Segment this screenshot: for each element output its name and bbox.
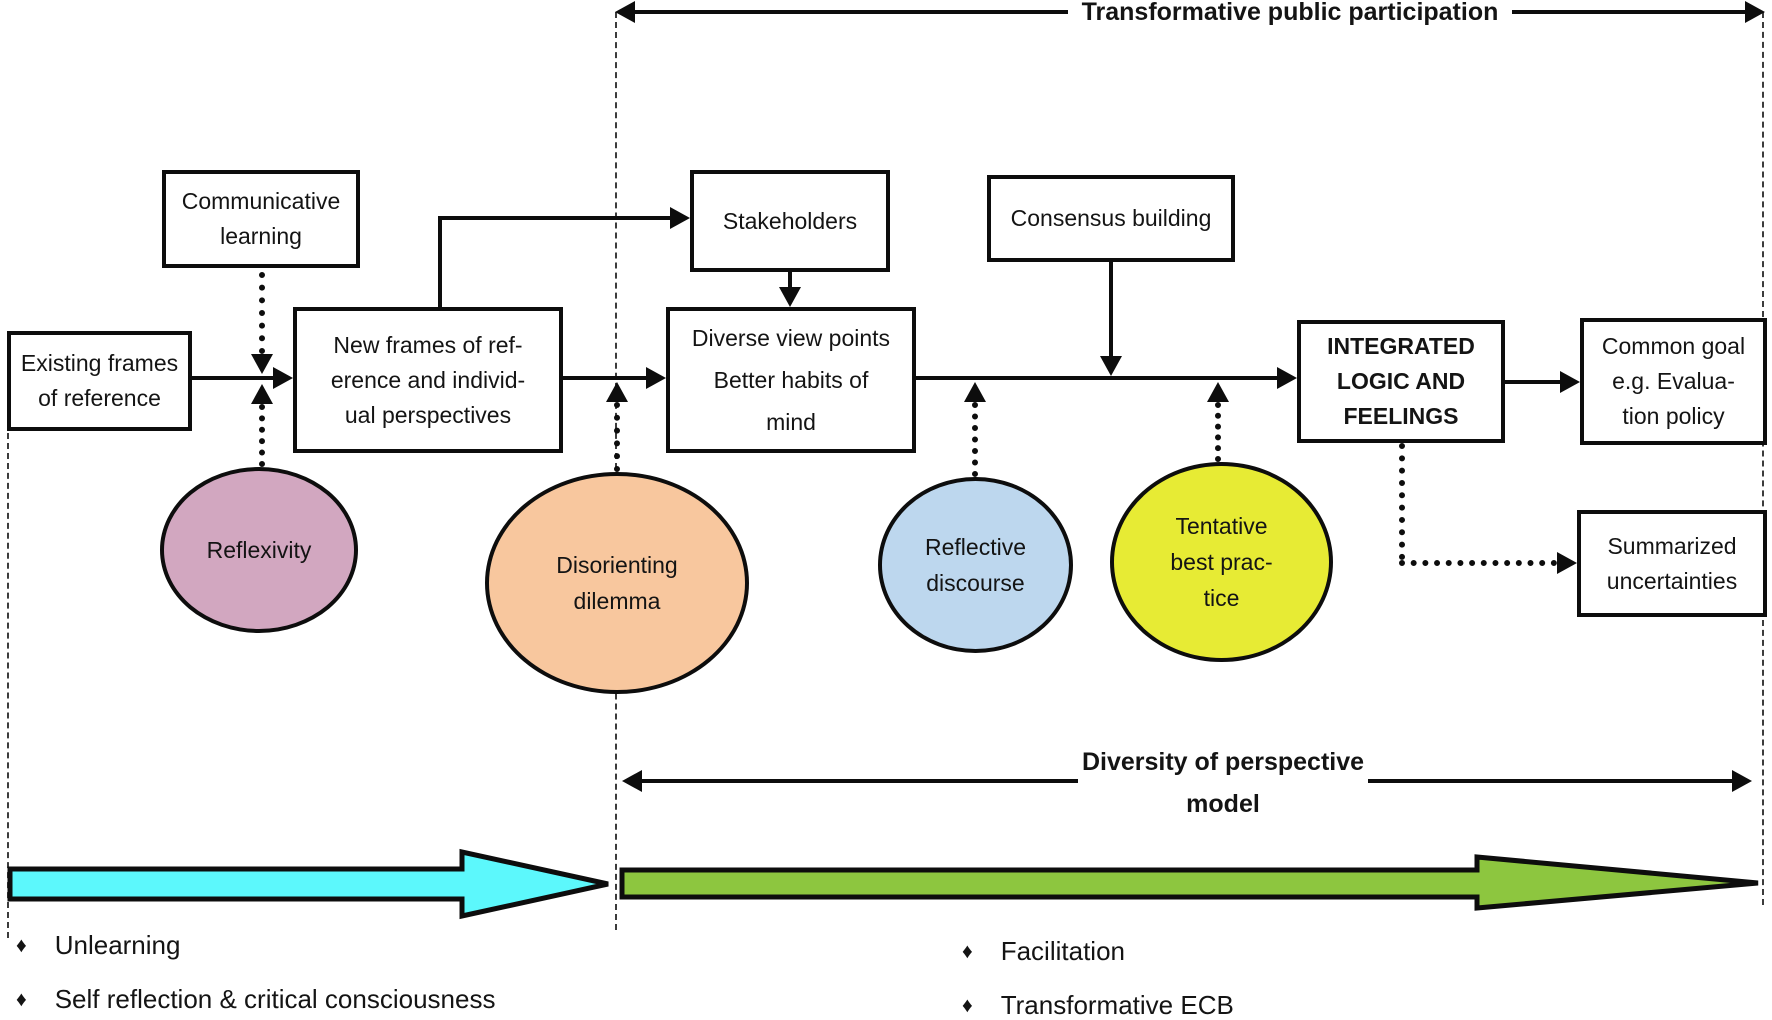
newframes-to-diverse-arrowhead bbox=[646, 367, 666, 389]
existing-to-newframes-line bbox=[192, 376, 277, 380]
stakeholders-to-diverse-line bbox=[788, 272, 792, 289]
transformative-arrow-line-right bbox=[1512, 10, 1745, 14]
newframes-to-stakeholders-line bbox=[438, 216, 672, 220]
unlearning-stage-arrow bbox=[7, 848, 609, 920]
diamond-bullet-icon: ♦ bbox=[962, 939, 973, 963]
newframes-to-stakeholders-arrowhead bbox=[670, 207, 690, 229]
bullet-label: Transformative ECB bbox=[1000, 990, 1234, 1020]
integrated-logic-feelings-box: INTEGRATED LOGIC AND FEELINGS bbox=[1297, 320, 1505, 443]
diversity-arrowhead-left bbox=[622, 770, 642, 792]
communicative-dotted-arrowhead bbox=[251, 354, 273, 374]
diverse-to-integrated-line bbox=[916, 376, 1279, 380]
communicative-dotted-line bbox=[259, 272, 265, 354]
newframes-elbow-vertical bbox=[438, 218, 442, 307]
transformative-label: Transformative public participation bbox=[1081, 0, 1499, 26]
tentative-best-practice-circle: Tentative best prac- tice bbox=[1110, 462, 1333, 662]
integrated-to-commongoal-arrowhead bbox=[1560, 371, 1580, 393]
diversity-arrowhead-right bbox=[1732, 770, 1752, 792]
integrated-to-summarized-dotted-horizontal bbox=[1399, 560, 1557, 566]
communicative-learning-box: Communicative learning bbox=[162, 170, 360, 268]
bullet-item-transformative-ecb: ♦ Transformative ECB bbox=[962, 990, 1234, 1020]
consensus-building-box: Consensus building bbox=[987, 175, 1235, 262]
consensus-down-line bbox=[1109, 262, 1113, 358]
bullet-label: Unlearning bbox=[54, 930, 181, 960]
transformative-arrow-line-left bbox=[633, 10, 1068, 14]
diversity-label: Diversity of perspective model bbox=[1081, 748, 1365, 818]
common-goal-box: Common goal e.g. Evalua- tion policy bbox=[1580, 318, 1767, 445]
dashed-guide-left bbox=[7, 433, 9, 938]
reflexivity-dotted-arrowhead bbox=[251, 384, 273, 404]
reflexivity-circle: Reflexivity bbox=[160, 467, 358, 633]
reflective-dotted-arrowhead bbox=[964, 382, 986, 402]
bullet-label: Self reflection & critical consciousness bbox=[54, 984, 496, 1014]
diamond-bullet-icon: ♦ bbox=[16, 933, 27, 957]
disorienting-dotted-arrowhead bbox=[606, 382, 628, 402]
new-frames-box: New frames of ref- erence and individ- u… bbox=[293, 307, 563, 453]
transformative-arrowhead-right bbox=[1745, 1, 1765, 23]
diverse-view-points-box: Diverse view points Better habits of min… bbox=[666, 307, 916, 453]
stage-arrows bbox=[7, 848, 1759, 920]
bullet-item-facilitation: ♦ Facilitation bbox=[962, 936, 1125, 967]
diversity-arrow-line-left bbox=[640, 779, 1078, 783]
disorienting-dilemma-circle: Disorienting dilemma bbox=[485, 472, 749, 694]
stakeholders-to-diverse-arrowhead bbox=[779, 287, 801, 307]
summarized-uncertainties-box: Summarized uncertainties bbox=[1577, 510, 1767, 617]
diversity-arrow-line-right bbox=[1368, 779, 1732, 783]
reflective-discourse-circle: Reflective discourse bbox=[878, 477, 1073, 653]
existing-frames-box: Existing frames of reference bbox=[7, 331, 192, 431]
diamond-bullet-icon: ♦ bbox=[962, 993, 973, 1017]
diamond-bullet-icon: ♦ bbox=[16, 987, 27, 1011]
tentative-dotted-line bbox=[1215, 402, 1221, 462]
existing-to-newframes-arrowhead bbox=[273, 367, 293, 389]
consensus-down-arrowhead bbox=[1100, 356, 1122, 376]
bullet-item-self-reflection: ♦ Self reflection & critical consciousne… bbox=[16, 984, 495, 1015]
integrated-to-commongoal-line bbox=[1505, 380, 1562, 384]
integrated-to-summarized-arrowhead bbox=[1557, 552, 1577, 574]
transformative-arrowhead-left bbox=[615, 1, 635, 23]
stakeholders-box: Stakeholders bbox=[690, 170, 890, 272]
diverse-to-integrated-arrowhead bbox=[1277, 367, 1297, 389]
reflexivity-dotted-line bbox=[259, 404, 265, 467]
bullet-label: Facilitation bbox=[1000, 936, 1125, 966]
disorienting-dotted-line bbox=[614, 402, 620, 472]
bullet-item-unlearning: ♦ Unlearning bbox=[16, 930, 180, 961]
facilitation-stage-arrow bbox=[619, 854, 1759, 911]
dashed-guide-right bbox=[1762, 12, 1764, 905]
newframes-to-diverse-line bbox=[563, 376, 648, 380]
reflective-dotted-line bbox=[972, 402, 978, 477]
tentative-dotted-arrowhead bbox=[1207, 382, 1229, 402]
integrated-to-summarized-dotted-vertical bbox=[1399, 443, 1405, 560]
